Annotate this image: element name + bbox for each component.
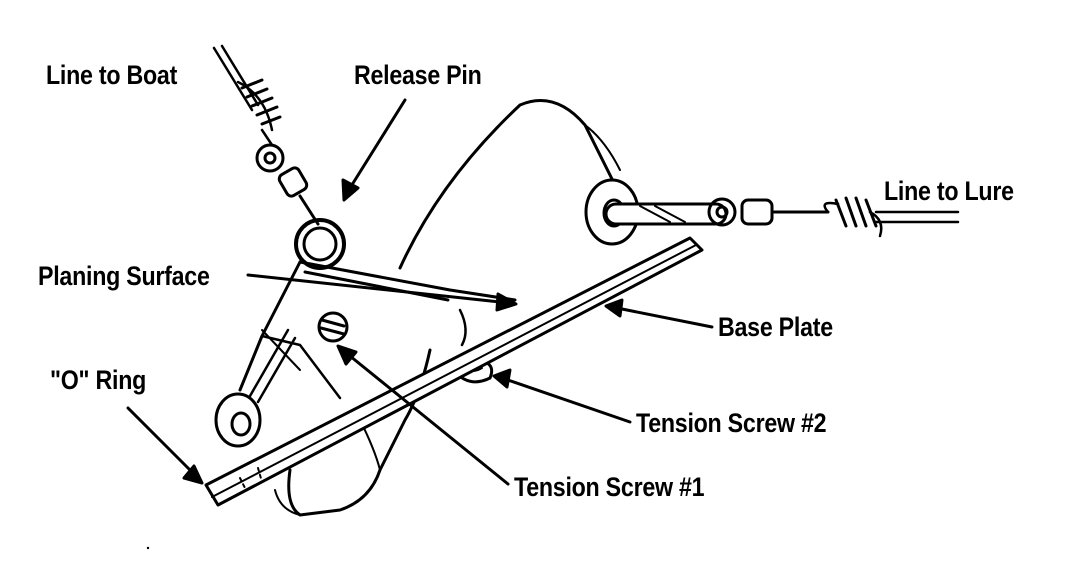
stray-dot xyxy=(146,546,150,550)
label-release-pin: Release Pin xyxy=(354,60,482,90)
boat-line-swivel xyxy=(255,128,320,226)
label-planing-surface: Planing Surface xyxy=(38,261,210,291)
label-o-ring: "O" Ring xyxy=(50,365,147,395)
release-pin-ring xyxy=(294,218,346,270)
arrow-tension-screw-1 xyxy=(336,344,510,486)
base-plate xyxy=(204,236,704,507)
line-to-lure-drawing xyxy=(604,196,960,238)
label-tension-screw-2: Tension Screw #2 xyxy=(636,408,827,438)
label-line-to-lure: Line to Lure xyxy=(884,176,1014,206)
arrow-o-ring xyxy=(126,406,204,485)
line-to-boat-drawing xyxy=(212,44,282,132)
arrow-planing-surface xyxy=(246,273,518,312)
release-body xyxy=(398,99,640,270)
label-tension-screw-1: Tension Screw #1 xyxy=(514,472,705,502)
arrow-base-plate xyxy=(604,298,714,329)
arrow-release-pin xyxy=(341,98,407,202)
o-ring xyxy=(214,328,301,448)
label-base-plate: Base Plate xyxy=(718,312,833,342)
label-line-to-boat: Line to Boat xyxy=(46,60,178,90)
arrow-tension-screw-2 xyxy=(492,368,632,424)
arrows xyxy=(126,98,714,486)
